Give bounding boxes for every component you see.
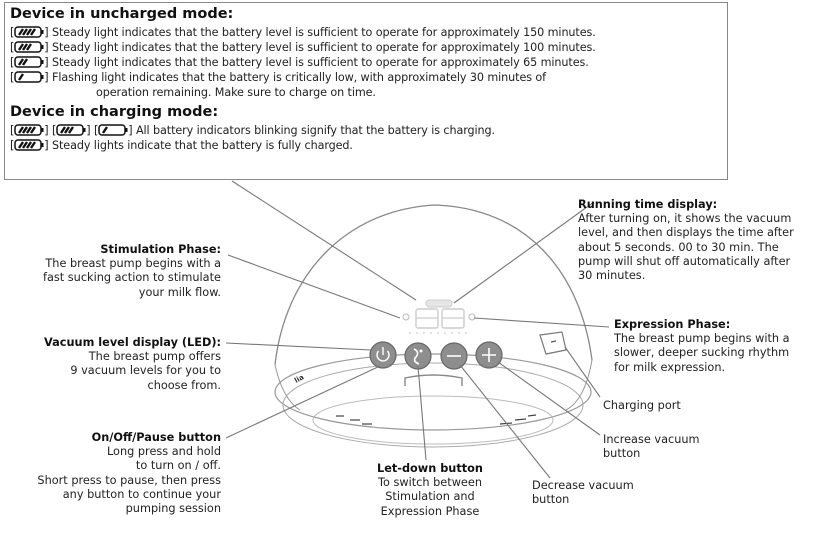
label-letdown: Let-down button To switch between Stimul… [377, 462, 483, 518]
battery-full-icon [14, 26, 44, 41]
leader-stimulation [227, 254, 401, 319]
leader-expression [473, 317, 610, 328]
uncharged-line-4: [] Flashing light indicates that the bat… [10, 71, 546, 86]
uncharged-line-5: operation remaining. Make sure to charge… [96, 86, 376, 99]
battery-low-icon [14, 71, 44, 86]
label-running-time: Running time display: After turning on, … [578, 198, 794, 283]
battery-one-third-icon [14, 56, 44, 71]
battery-low-icon [98, 124, 128, 139]
let-down-button[interactable] [404, 342, 432, 370]
leader-increase [497, 361, 601, 436]
charging-heading: Device in charging mode: [10, 104, 219, 120]
pump-handle [404, 374, 463, 386]
label-expression: Expression Phase: The breast pump begins… [614, 318, 790, 374]
base-markings [336, 414, 537, 425]
leader-charging-port [564, 346, 601, 398]
label-increase: Increase vacuum button [603, 433, 700, 461]
label-vacuum-led: Vacuum level display (LED): The breast p… [44, 336, 221, 392]
brand-logo: lia [293, 373, 305, 385]
decrease-button[interactable] [440, 342, 468, 370]
charging-line-2: [] Steady lights indicate that the batte… [10, 139, 353, 154]
label-onoff: On/Off/Pause button Long press and hold … [37, 431, 221, 516]
pump-body-outline [274, 204, 593, 366]
leader-vacuum-led [225, 342, 372, 351]
uncharged-line-1: [] Steady light indicates that the batte… [10, 26, 596, 41]
battery-two-thirds-icon [56, 124, 86, 139]
leader-decrease [459, 364, 551, 479]
label-stimulation: Stimulation Phase: The breast pump begin… [42, 243, 221, 299]
uncharged-heading: Device in uncharged mode: [10, 6, 234, 22]
label-decrease: Decrease vacuum button [532, 479, 634, 507]
battery-full-icon [14, 139, 44, 154]
battery-full-icon [14, 124, 44, 139]
power-button[interactable] [369, 341, 397, 369]
pump-base-inner [312, 395, 554, 445]
label-charging-port: Charging port [603, 399, 681, 412]
leader-lines [225, 180, 610, 479]
charging-line-1: [] [] [] All battery indicators blinking… [10, 124, 495, 139]
leader-letdown [417, 365, 427, 461]
pump-base-rim [282, 362, 584, 448]
uncharged-line-3: [] Steady light indicates that the batte… [10, 56, 589, 71]
leader-box [231, 180, 417, 301]
leader-running [453, 201, 595, 304]
uncharged-line-2: [] Steady light indicates that the batte… [10, 41, 596, 56]
charging-port-icon [539, 331, 567, 355]
led-display [402, 299, 476, 334]
pump-base-top [274, 353, 592, 431]
battery-two-thirds-icon [14, 41, 44, 56]
battery-info-box [4, 2, 728, 180]
leader-onoff [225, 365, 381, 439]
increase-button[interactable] [475, 341, 503, 369]
